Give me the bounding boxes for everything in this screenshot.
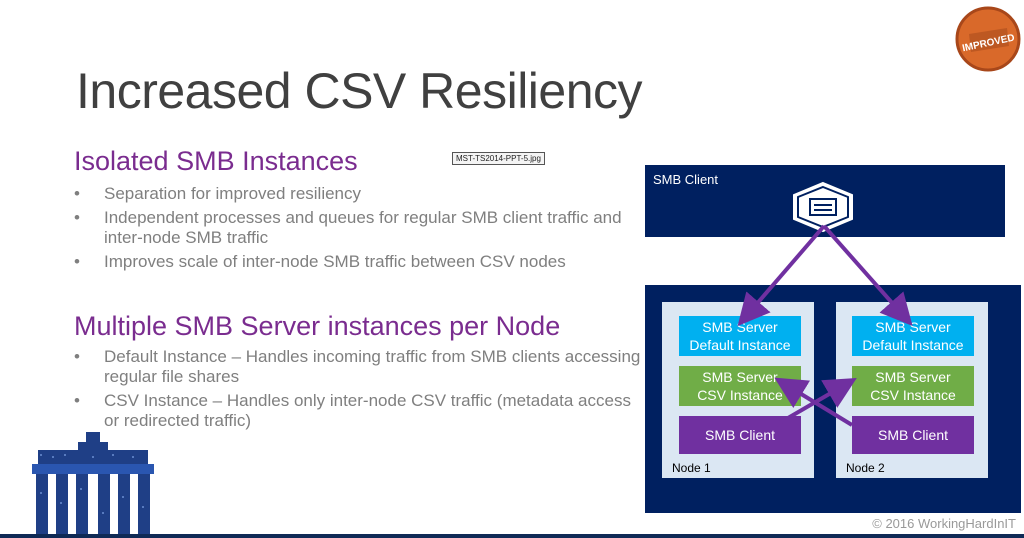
bullet-list-isolated: Separation for improved resiliency Indep… bbox=[74, 184, 644, 276]
list-item: CSV Instance – Handles only inter-node C… bbox=[74, 391, 644, 431]
footer-band bbox=[0, 534, 1024, 538]
bullet-list-multiple: Default Instance – Handles incoming traf… bbox=[74, 347, 644, 435]
section-heading-isolated: Isolated SMB Instances bbox=[74, 146, 358, 176]
node-2-smb-client: SMB Client bbox=[852, 416, 974, 454]
improved-badge-icon: IMPROVED bbox=[955, 6, 1021, 72]
list-item: Separation for improved resiliency bbox=[74, 184, 644, 204]
list-item: Independent processes and queues for reg… bbox=[74, 208, 644, 248]
node-2-label: Node 2 bbox=[846, 461, 885, 475]
castle-logo-icon bbox=[32, 432, 154, 536]
list-item: Improves scale of inter-node SMB traffic… bbox=[74, 252, 644, 272]
network-hub-icon bbox=[793, 181, 853, 233]
slide-title: Increased CSV Resiliency bbox=[76, 63, 643, 119]
node-1-label: Node 1 bbox=[672, 461, 711, 475]
list-item: Default Instance – Handles incoming traf… bbox=[74, 347, 644, 387]
smb-client-label: SMB Client bbox=[653, 172, 719, 187]
node-1-smb-client: SMB Client bbox=[679, 416, 801, 454]
section-heading-multiple: Multiple SMB Server instances per Node bbox=[74, 311, 561, 341]
image-filename-tooltip: MST-TS2014-PPT-5.jpg bbox=[452, 152, 545, 165]
copyright: © 2016 WorkingHardInIT bbox=[872, 516, 1016, 531]
